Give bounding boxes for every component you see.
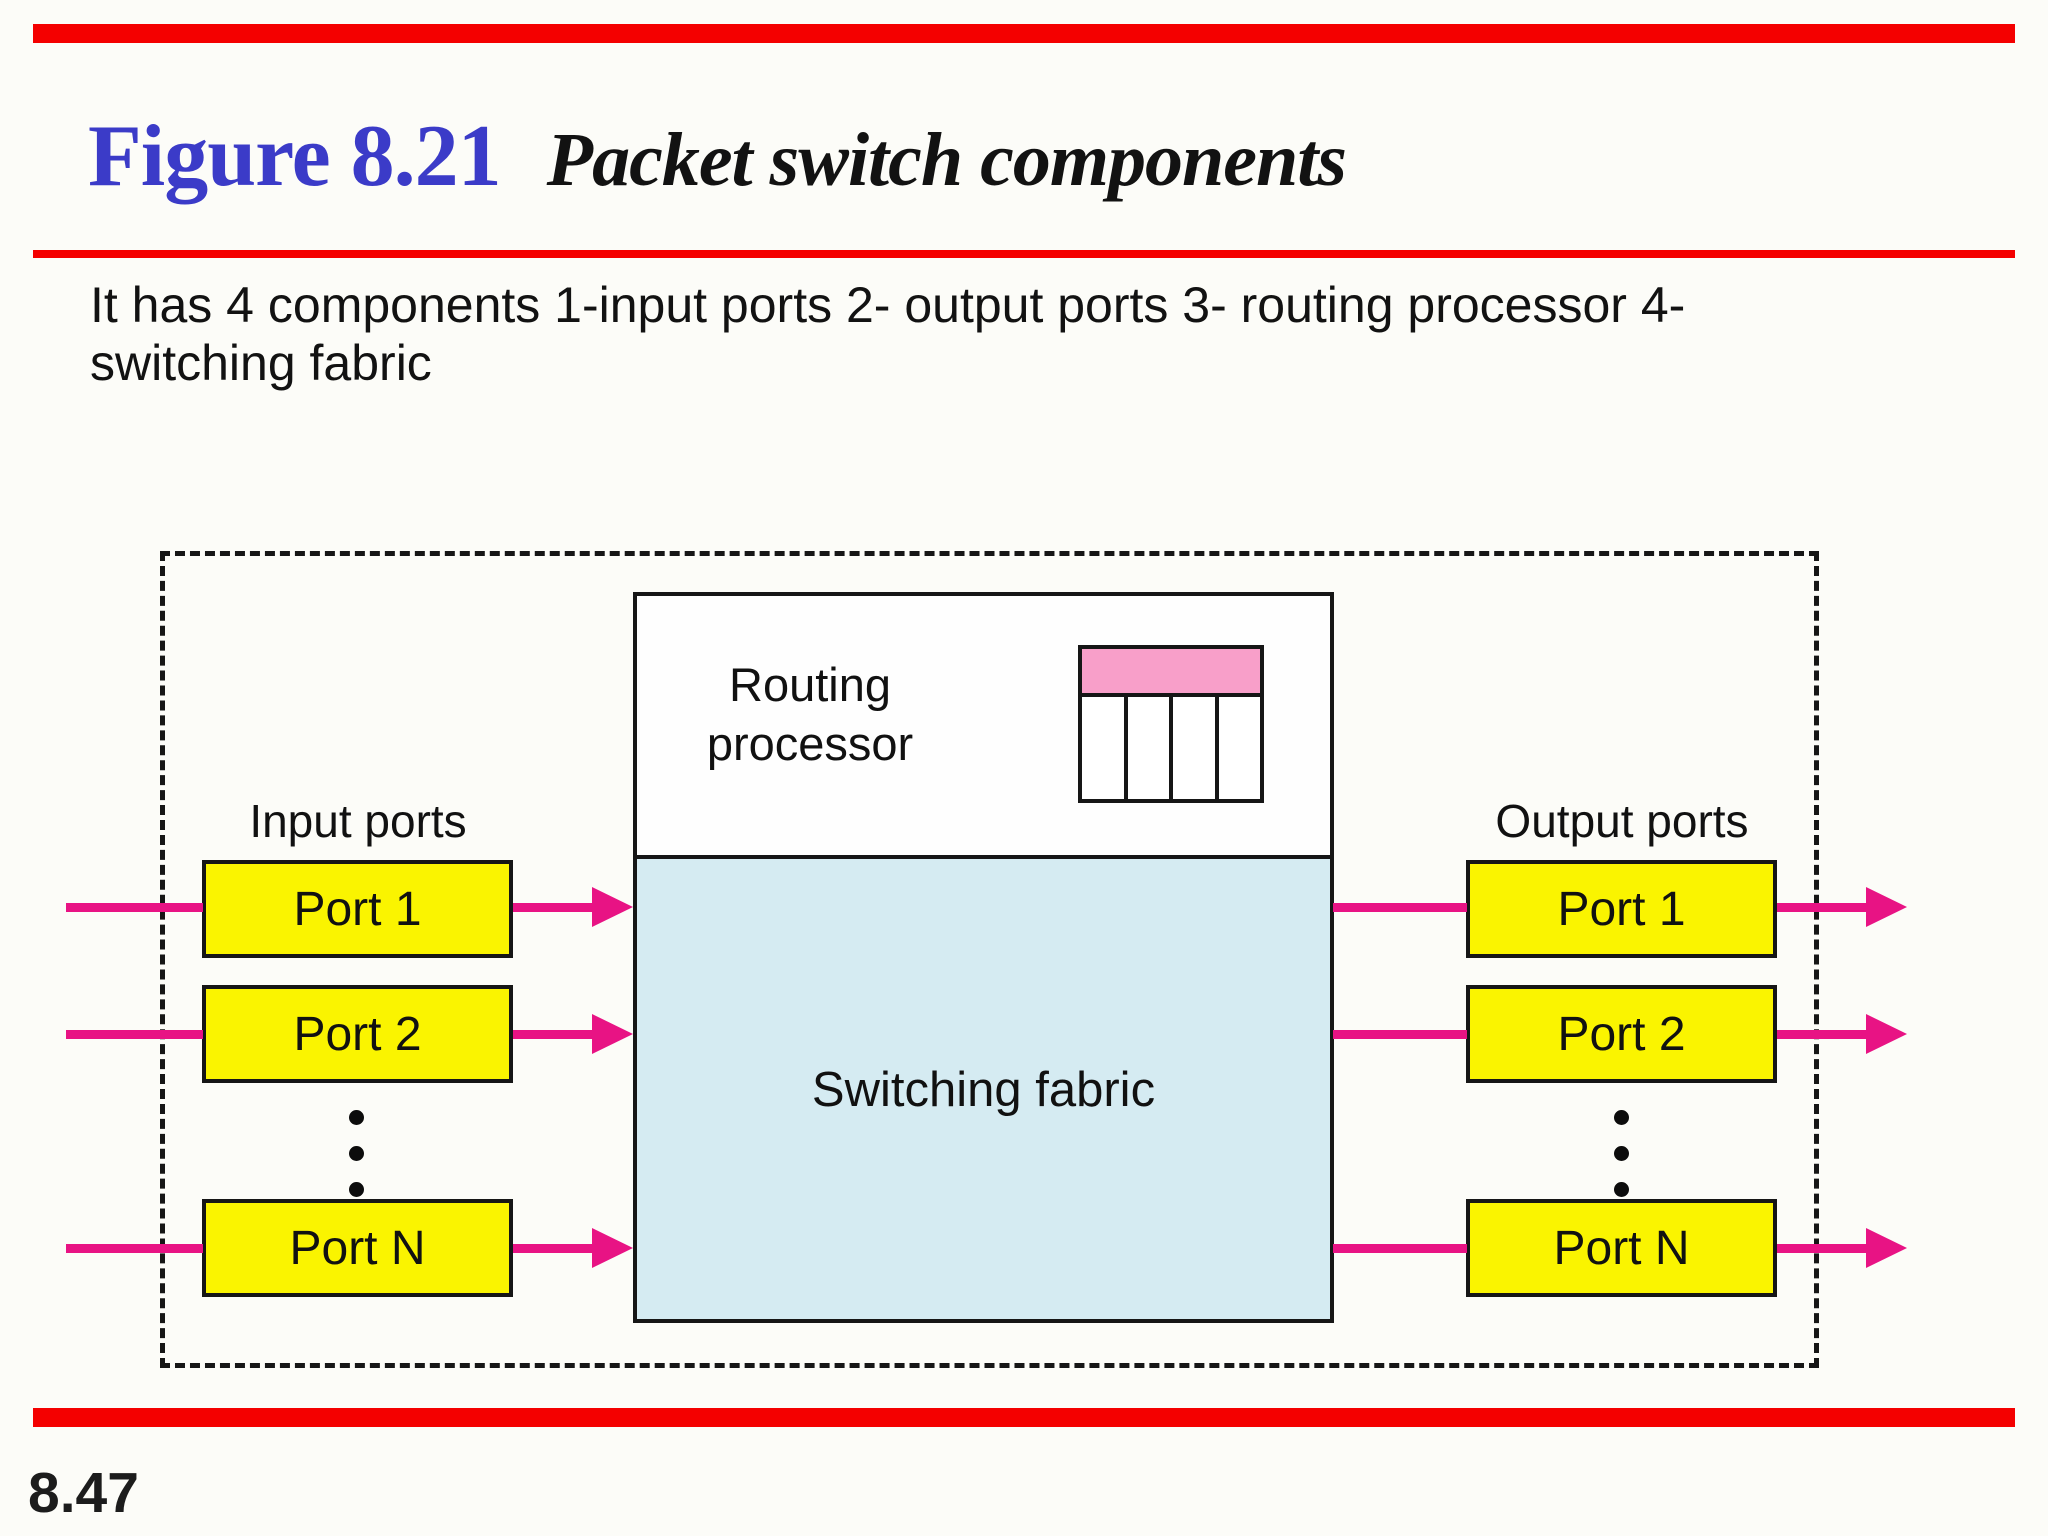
title-underline [33, 250, 2015, 258]
output-arrow-line-row2 [1777, 1030, 1870, 1039]
input-port-n-box: Port N [202, 1199, 513, 1297]
figure-title: Packet switch components [546, 118, 1347, 202]
output-arrow-head-row1 [1866, 887, 1907, 927]
dot [1614, 1182, 1629, 1197]
dot [1614, 1146, 1629, 1161]
dot [349, 1110, 364, 1125]
routing-table-icon-body [1082, 697, 1260, 799]
switching-fabric-box [633, 855, 1334, 1323]
output-arrow-line-row1 [1777, 903, 1870, 912]
routing-table-icon-column [1082, 697, 1128, 799]
routing-table-icon [1078, 645, 1264, 803]
input-arrow-line-row2 [513, 1030, 597, 1039]
input-line-row1 [66, 903, 203, 912]
description-line-2: switching fabric [90, 335, 432, 391]
input-port-2-box: Port 2 [202, 985, 513, 1083]
dot [349, 1182, 364, 1197]
output-line-rowN [1333, 1244, 1467, 1253]
output-port-2-box: Port 2 [1466, 985, 1777, 1083]
routing-table-icon-column [1219, 697, 1261, 799]
input-arrow-head-row1 [592, 887, 633, 927]
bottom-red-bar [33, 1408, 2015, 1427]
input-arrow-line-row1 [513, 903, 597, 912]
description-text: It has 4 components 1-input ports 2- out… [90, 276, 1685, 392]
output-port-1-box: Port 1 [1466, 860, 1777, 958]
output-ellipsis-dots [1614, 1110, 1630, 1218]
switching-fabric-label: Switching fabric [811, 1063, 1156, 1117]
input-port-1-box: Port 1 [202, 860, 513, 958]
figure-heading: Figure 8.21 Packet switch components [88, 106, 1347, 207]
input-line-row2 [66, 1030, 203, 1039]
routing-table-icon-column [1173, 697, 1219, 799]
routing-table-icon-header [1082, 649, 1260, 697]
input-ellipsis-dots [349, 1110, 365, 1218]
output-arrow-line-rowN [1777, 1244, 1870, 1253]
dot [1614, 1110, 1629, 1125]
output-arrow-head-rowN [1866, 1228, 1907, 1268]
description-line-1: It has 4 components 1-input ports 2- out… [90, 277, 1686, 333]
routing-processor-label-line1: Routing [729, 658, 891, 711]
output-arrow-head-row2 [1866, 1014, 1907, 1054]
output-port-n-box: Port N [1466, 1199, 1777, 1297]
page-number: 8.47 [28, 1461, 139, 1525]
output-line-row2 [1333, 1030, 1467, 1039]
input-arrow-head-rowN [592, 1228, 633, 1268]
output-ports-label: Output ports [1495, 795, 1749, 847]
routing-processor-label: Routing processor [660, 655, 960, 773]
input-arrow-head-row2 [592, 1014, 633, 1054]
top-red-bar [33, 24, 2015, 43]
figure-number: Figure 8.21 [88, 108, 502, 205]
routing-table-icon-column [1128, 697, 1173, 799]
input-arrow-line-rowN [513, 1244, 597, 1253]
input-line-rowN [66, 1244, 203, 1253]
routing-processor-label-line2: processor [706, 717, 914, 770]
output-line-row1 [1333, 903, 1467, 912]
dot [349, 1146, 364, 1161]
input-ports-label: Input ports [249, 795, 467, 847]
packet-switch-boundary [160, 551, 1819, 1368]
